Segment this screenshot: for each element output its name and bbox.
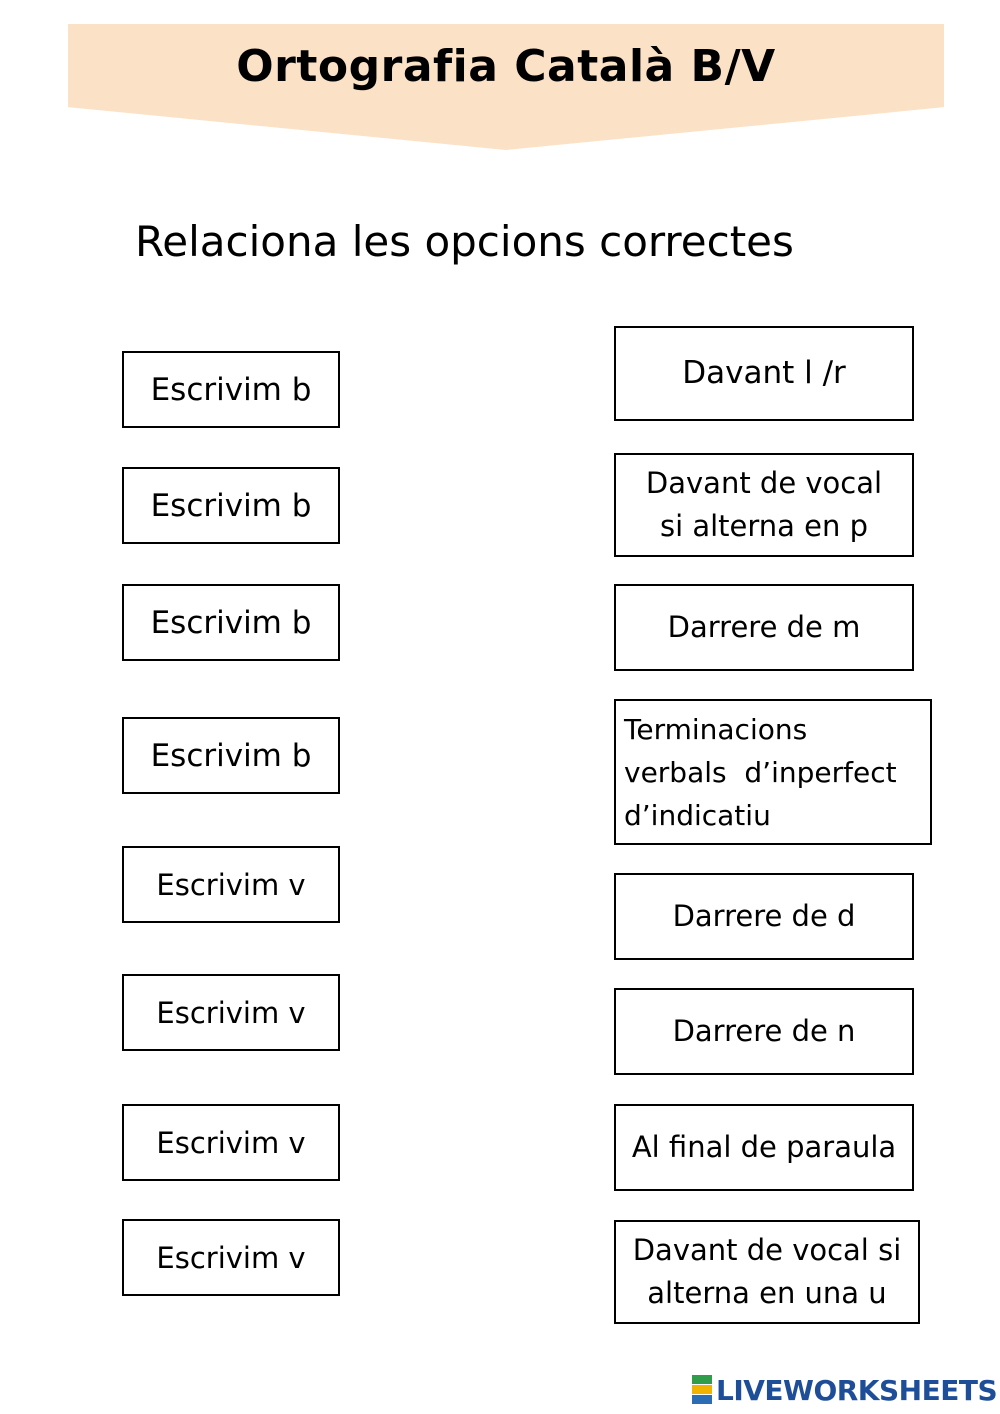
right-option-5[interactable]: Darrere de d [614, 873, 914, 960]
left-option-label: Escrivim v [156, 1240, 306, 1275]
right-option-line: Terminacions [624, 712, 808, 746]
right-option-line: verbals d’inperfect [624, 755, 897, 789]
left-option-label: Escrivim v [156, 867, 306, 902]
left-option-label: Escrivim b [150, 737, 312, 774]
left-option-1[interactable]: Escrivim b [122, 351, 340, 428]
right-option-line: Al final de paraula [631, 1130, 897, 1164]
left-option-3[interactable]: Escrivim b [122, 584, 340, 661]
right-option-8[interactable]: Davant de vocal si alterna en una u [614, 1220, 920, 1324]
left-option-label: Escrivim v [156, 1125, 306, 1160]
right-option-line: alterna en una u [647, 1276, 887, 1310]
right-option-line: Darrere de d [672, 899, 856, 933]
right-option-3[interactable]: Darrere de m [614, 584, 914, 671]
left-option-2[interactable]: Escrivim b [122, 467, 340, 544]
instruction-text: Relaciona les opcions correctes [135, 217, 794, 266]
right-option-line: Davant de vocal si [632, 1233, 902, 1267]
liveworksheets-logo: LIVEWORKSHEETS [692, 1372, 998, 1408]
left-option-label: Escrivim b [150, 604, 312, 641]
page-title: Ortografia Català B/V [236, 41, 776, 92]
left-option-label: Escrivim v [156, 995, 306, 1030]
right-option-6[interactable]: Darrere de n [614, 988, 914, 1075]
left-option-label: Escrivim b [150, 487, 312, 524]
left-option-label: Escrivim b [150, 371, 312, 408]
right-option-line: Darrere de n [672, 1014, 856, 1048]
left-option-8[interactable]: Escrivim v [122, 1219, 340, 1296]
left-option-7[interactable]: Escrivim v [122, 1104, 340, 1181]
right-option-line: d’indicatiu [624, 798, 771, 832]
left-option-6[interactable]: Escrivim v [122, 974, 340, 1051]
right-option-line: Davant de vocal [645, 466, 883, 500]
right-option-7[interactable]: Al final de paraula [614, 1104, 914, 1191]
right-option-1[interactable]: Davant l /r [614, 326, 914, 421]
liveworksheets-icon [692, 1375, 712, 1405]
right-option-4[interactable]: Terminacions verbals d’inperfect d’indic… [614, 699, 932, 845]
right-option-line: Darrere de m [667, 610, 861, 644]
right-option-line: Davant l /r [682, 355, 846, 391]
right-option-2[interactable]: Davant de vocal si alterna en p [614, 453, 914, 557]
left-option-5[interactable]: Escrivim v [122, 846, 340, 923]
left-option-4[interactable]: Escrivim b [122, 717, 340, 794]
right-option-line: si alterna en p [659, 509, 869, 543]
brand-name: LIVEWORKSHEETS [716, 1373, 998, 1407]
